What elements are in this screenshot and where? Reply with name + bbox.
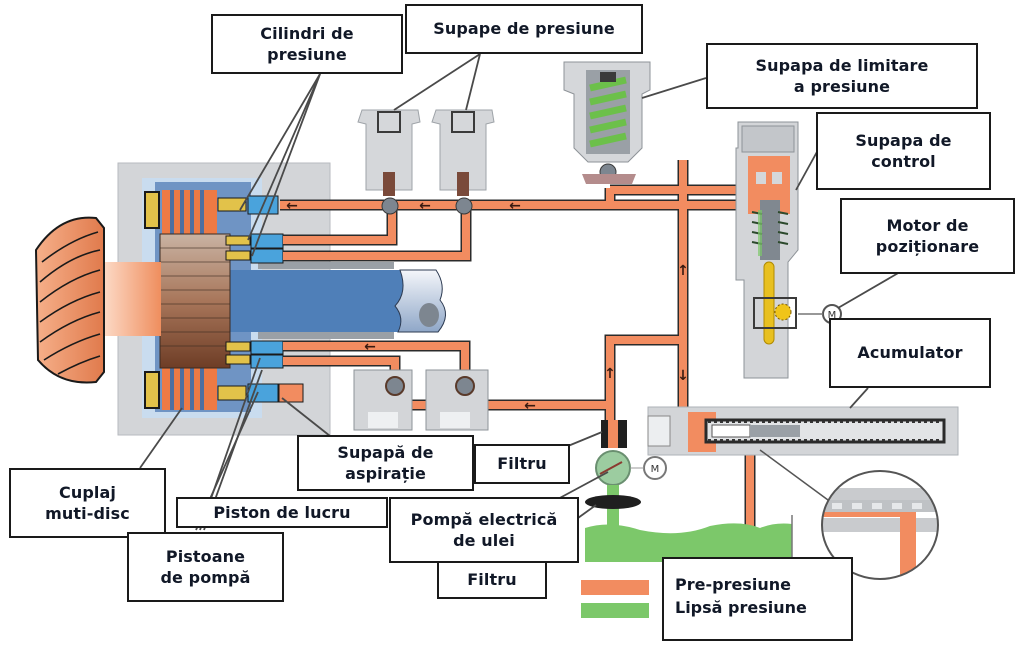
flow-arrow: ↑ (604, 366, 616, 382)
flow-arrows: ← ← ← ← ← ↑ ↓ ↑ (286, 198, 689, 414)
disc-pack-bottom (144, 366, 217, 410)
oil-filter-lower (585, 495, 641, 509)
flow-arrow: ← (524, 398, 536, 414)
bevel-gear (34, 216, 105, 384)
label-accumulator: Acumulator (829, 318, 991, 388)
accumulator (647, 406, 959, 456)
label-electric-oil-pump: Pompă electrică de ulei (389, 497, 579, 563)
gear-hub (105, 262, 161, 336)
flow-arrow: ← (364, 339, 376, 355)
label-pump-pistons: Pistoane de pompă (127, 532, 284, 602)
pump-pistons (217, 340, 304, 403)
label-filter-upper: Filtru (474, 444, 570, 484)
motor-symbol-label: M (828, 310, 837, 321)
flow-arrow: ↑ (677, 263, 689, 279)
label-filter-lower: Filtru (437, 561, 547, 599)
flow-arrow: ↓ (677, 368, 689, 384)
electric-oil-pump: M (595, 450, 667, 486)
label-suction-valve: Supapă de aspirație (297, 435, 474, 491)
label-pressure-valves: Supape de presiune (405, 4, 643, 54)
pump-motor-label: M (651, 464, 660, 475)
label-pressure-cylinders: Cilindri de presiune (211, 14, 403, 74)
suction-valves (353, 369, 489, 431)
disc-pack-top (144, 190, 217, 234)
legend-swatch-pressure (581, 580, 649, 595)
accumulator-detail-magnifier (759, 449, 939, 580)
legend-item-no-pressure: Lipsă presiune (675, 598, 807, 618)
shaft-guide-bottom (258, 332, 394, 339)
shaft-guide-top (258, 262, 394, 269)
label-control-valve: Supapa de control (816, 112, 991, 190)
label-positioning-motor: Motor de poziționare (840, 198, 1015, 274)
shaft-break-end (394, 269, 446, 333)
shaft-end-bolt (419, 303, 439, 327)
oil-filter-upper (601, 420, 627, 448)
legend-item-pressure: Pre-presiune (675, 575, 791, 594)
pressure-limiting-valve (563, 61, 651, 184)
clutch-drum (159, 233, 231, 369)
flow-arrow: ← (419, 198, 431, 214)
legend-swatch-no-pressure (581, 603, 649, 618)
pressure-valve-2 (431, 109, 495, 215)
label-pressure-limiting-valve: Supapa de limitare a presiune (706, 43, 978, 109)
flow-arrow: ← (286, 198, 298, 214)
label-working-piston: Piston de lucru (176, 497, 388, 528)
leader-lines (139, 53, 901, 531)
control-valve (735, 121, 799, 379)
legend: Pre-presiune Lipsă presiune (662, 557, 853, 641)
pressure-valve-1 (357, 109, 421, 215)
flow-arrow: ← (509, 198, 521, 214)
oil-tank (585, 523, 792, 562)
label-multi-disc-clutch: Cuplaj muti-disc (9, 468, 166, 538)
